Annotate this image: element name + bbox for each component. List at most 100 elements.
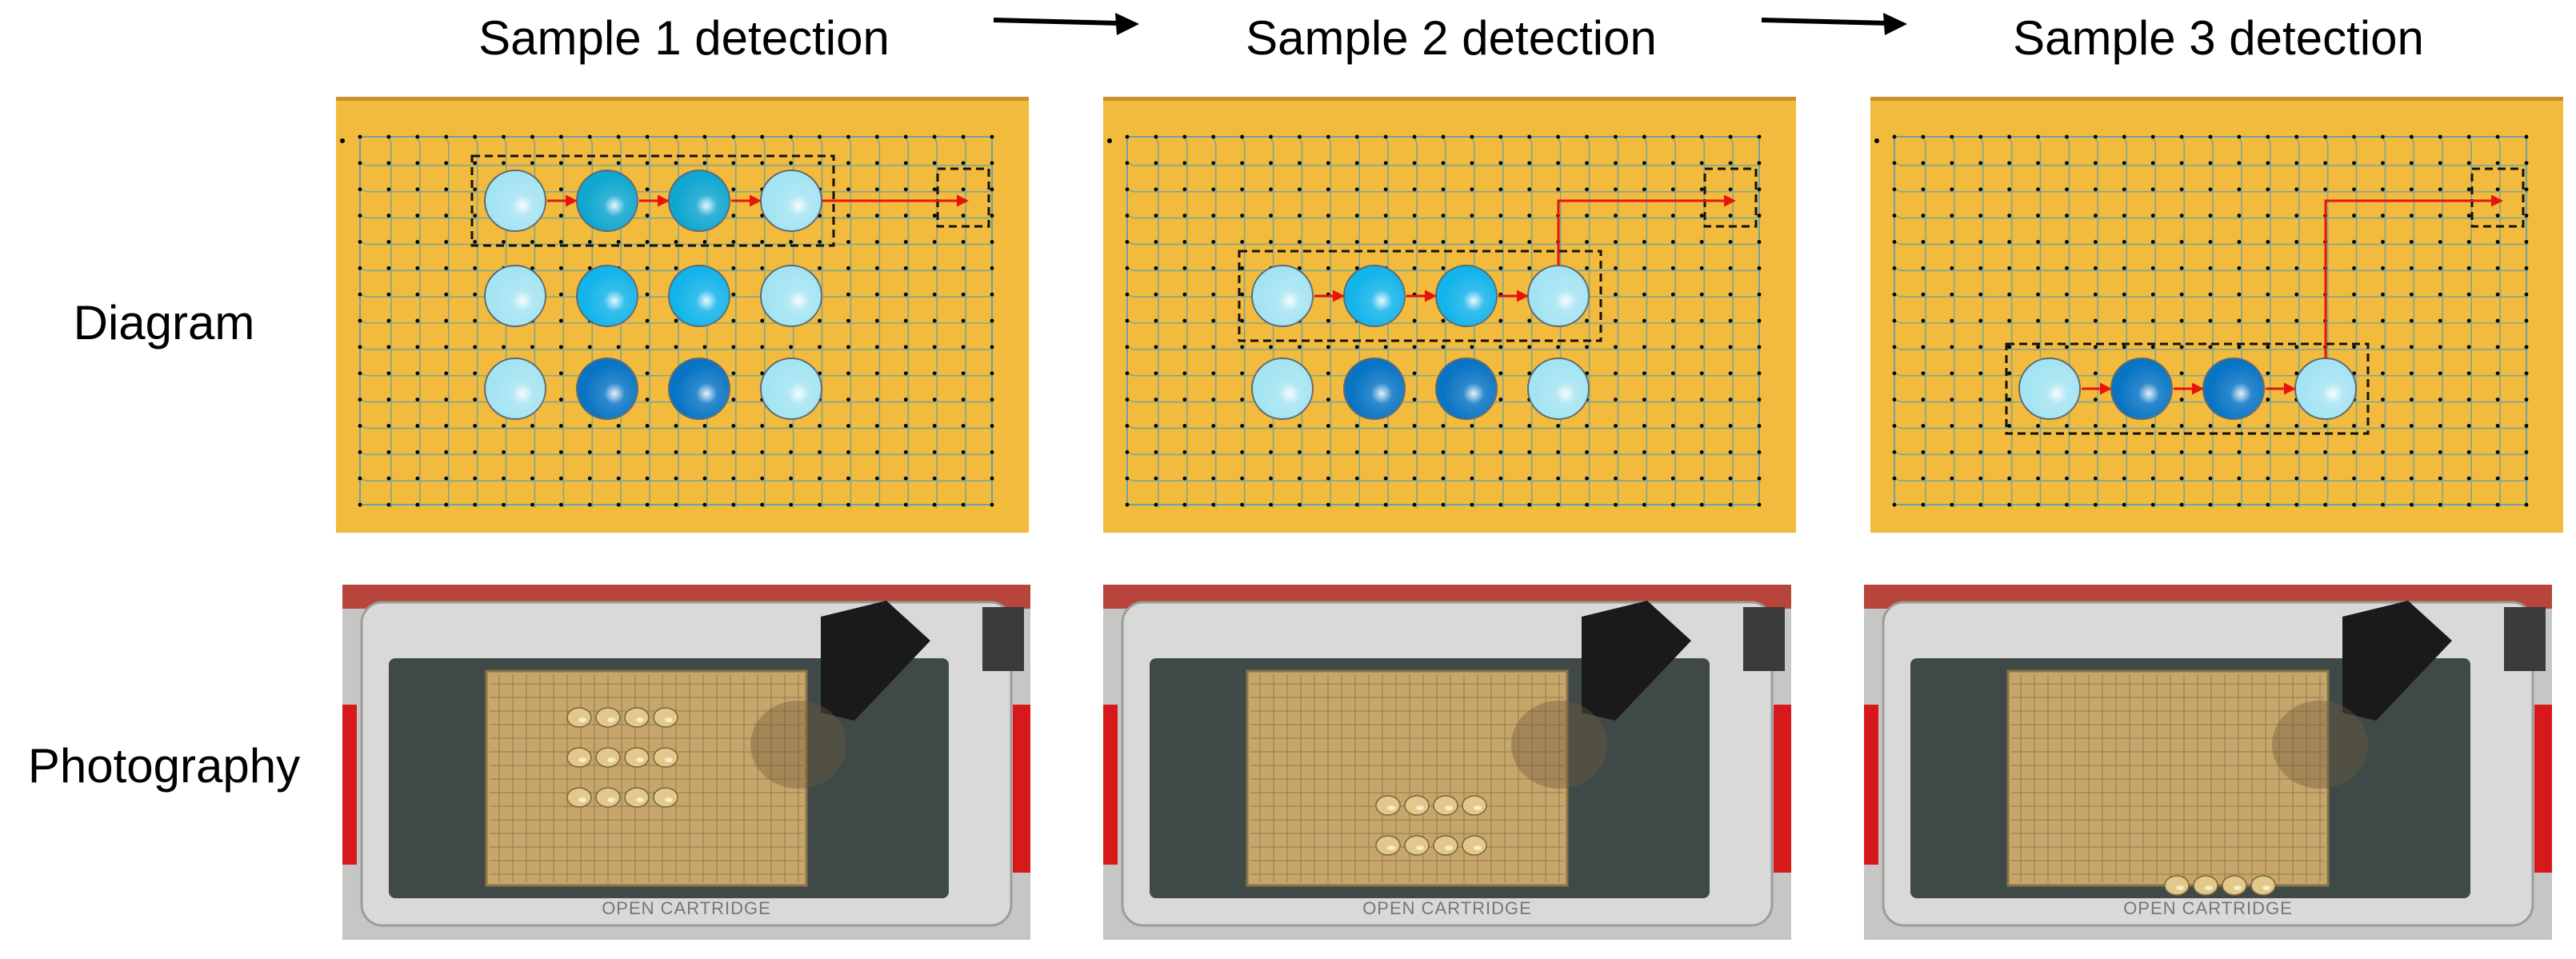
board-background bbox=[1870, 97, 2563, 533]
droplet-highlight bbox=[485, 170, 546, 231]
droplet-glint bbox=[607, 797, 615, 802]
droplet-glint bbox=[1387, 845, 1395, 850]
droplet-highlight bbox=[761, 170, 822, 231]
photo-droplet bbox=[1404, 835, 1430, 856]
arrow-icon bbox=[993, 13, 1139, 35]
contact-dot bbox=[1874, 138, 1879, 143]
photo-droplet bbox=[595, 747, 621, 768]
red-clamp-left bbox=[342, 705, 357, 865]
contact-dot bbox=[1107, 138, 1112, 143]
photo-droplet bbox=[2164, 875, 2190, 896]
device-latch bbox=[1743, 607, 1785, 671]
selection-box bbox=[470, 154, 835, 247]
photo-droplet bbox=[595, 707, 621, 728]
droplet-glint bbox=[636, 797, 644, 802]
photo-caption: OPEN CARTRIDGE bbox=[1362, 898, 1532, 918]
droplet-highlight bbox=[1344, 266, 1405, 326]
photo-droplet bbox=[1433, 835, 1458, 856]
photo-droplet bbox=[2250, 875, 2276, 896]
probe-shadow bbox=[750, 701, 846, 789]
detection-zone bbox=[1703, 167, 1758, 228]
droplet-glint bbox=[2262, 885, 2270, 890]
diagram-panel-1 bbox=[336, 97, 1029, 533]
photo-droplet bbox=[566, 787, 592, 808]
droplet-highlight bbox=[577, 266, 638, 326]
photo-caption: OPEN CARTRIDGE bbox=[602, 898, 771, 918]
photo-droplet bbox=[624, 787, 650, 808]
red-clamp-right bbox=[2534, 705, 2552, 873]
probe-arm bbox=[821, 601, 930, 721]
device-latch bbox=[2504, 607, 2546, 671]
detection-path bbox=[2324, 194, 2503, 358]
red-clamp-right bbox=[1774, 705, 1791, 873]
detection-path bbox=[1557, 194, 1736, 266]
droplet-glint bbox=[1445, 845, 1453, 850]
droplet-glint bbox=[1387, 805, 1395, 810]
selection-box bbox=[1238, 250, 1602, 342]
electrode-chip bbox=[485, 669, 808, 887]
droplet-highlight bbox=[1344, 358, 1405, 419]
droplet-glint bbox=[665, 797, 673, 802]
droplet-highlight bbox=[2111, 358, 2172, 419]
red-clamp-right bbox=[1013, 705, 1030, 873]
diagram-panel-2 bbox=[1103, 97, 1796, 533]
board-edge bbox=[336, 97, 1029, 101]
droplet-highlight bbox=[485, 266, 546, 326]
probe-shadow bbox=[1511, 701, 1607, 789]
photo-droplet bbox=[624, 747, 650, 768]
droplet-highlight bbox=[577, 170, 638, 231]
electrode-grid bbox=[1126, 136, 1761, 508]
droplet-highlight bbox=[2203, 358, 2264, 419]
column-title-1: Sample 1 detection bbox=[478, 11, 890, 65]
droplet-highlight bbox=[2019, 358, 2080, 419]
droplet-glint bbox=[2176, 885, 2184, 890]
droplet-highlight bbox=[2295, 358, 2356, 419]
photo-droplet bbox=[1462, 795, 1487, 816]
photo-grid bbox=[2011, 674, 2325, 882]
probe-arm bbox=[2342, 601, 2452, 721]
photo-droplet bbox=[566, 747, 592, 768]
droplet-glint bbox=[607, 757, 615, 762]
board-edge bbox=[1103, 97, 1796, 101]
droplet-highlight bbox=[485, 358, 546, 419]
photo-droplet bbox=[1375, 795, 1401, 816]
droplet-glint bbox=[578, 757, 586, 762]
photo-droplet bbox=[595, 787, 621, 808]
photo-grid bbox=[490, 674, 803, 882]
photo-droplet bbox=[1375, 835, 1401, 856]
photo-droplet bbox=[653, 787, 678, 808]
red-clamp-left bbox=[1864, 705, 1878, 865]
droplet-glint bbox=[665, 717, 673, 722]
droplet-glint bbox=[607, 717, 615, 722]
droplet-highlight bbox=[669, 266, 730, 326]
contact-dots bbox=[1892, 134, 2529, 507]
droplet-glint bbox=[1445, 805, 1453, 810]
red-clamp-left bbox=[1103, 705, 1118, 865]
diagram-panel-3 bbox=[1870, 97, 2563, 533]
photo-droplet bbox=[624, 707, 650, 728]
probe-shadow bbox=[2272, 701, 2368, 789]
device-latch bbox=[982, 607, 1024, 671]
photo-droplet bbox=[1462, 835, 1487, 856]
droplet-glint bbox=[1416, 845, 1424, 850]
photo-droplet bbox=[1404, 795, 1430, 816]
column-title-2: Sample 2 detection bbox=[1246, 11, 1657, 65]
droplet-highlight bbox=[1436, 266, 1497, 326]
droplet-highlight bbox=[1528, 358, 1589, 419]
photo-droplet bbox=[566, 707, 592, 728]
row-label-photography: Photography bbox=[27, 739, 301, 793]
droplet-glint bbox=[578, 797, 586, 802]
photo-droplet bbox=[1433, 795, 1458, 816]
probe-arm bbox=[1582, 601, 1691, 721]
droplet-highlight bbox=[761, 266, 822, 326]
row-label-diagram: Diagram bbox=[73, 296, 255, 350]
droplet-highlight bbox=[1528, 266, 1589, 326]
arrow-icon bbox=[1761, 13, 1907, 35]
droplet-glint bbox=[1416, 805, 1424, 810]
droplet-glint bbox=[636, 757, 644, 762]
photo-grid bbox=[1250, 674, 1564, 882]
photo-droplet bbox=[2222, 875, 2247, 896]
droplet-highlight bbox=[577, 358, 638, 419]
droplet-highlight bbox=[1252, 266, 1313, 326]
cartridge-photo-2: OPEN CARTRIDGE bbox=[1103, 585, 1791, 940]
